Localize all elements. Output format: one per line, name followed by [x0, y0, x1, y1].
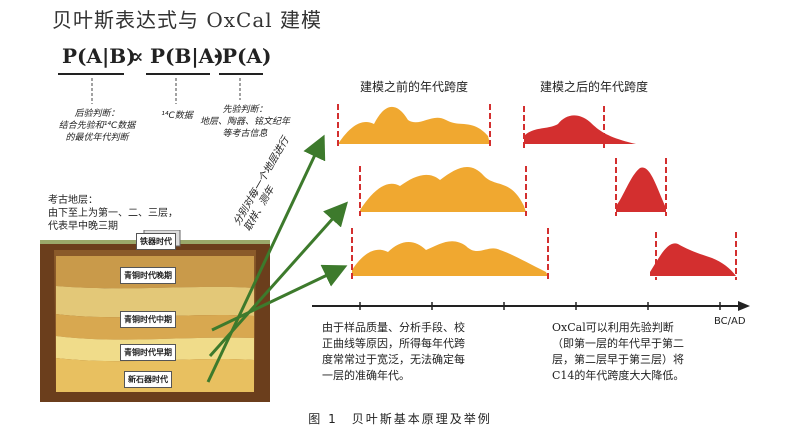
formula-likelihood: P(B|A)	[150, 44, 224, 68]
before-label: 建模之前的年代跨度	[360, 80, 469, 94]
after-label: 建模之后的年代跨度	[540, 80, 649, 94]
formula-underline-likelihood	[146, 73, 210, 75]
formula-posterior: P(A|B)	[62, 44, 136, 68]
layer-late-bronze: 青铜时代晚期	[120, 267, 176, 284]
layer-early-bronze: 青铜时代早期	[120, 344, 176, 361]
posterior-note: 后验判断： 结合先验和¹⁴C数据 的最优年代判断	[58, 109, 136, 143]
layer-middle-bronze: 青铜时代中期	[120, 311, 176, 328]
arrow-to-middle	[208, 201, 348, 357]
axis-label: BC/AD	[714, 316, 746, 327]
formula-underline-posterior	[58, 73, 124, 75]
formula-prior: P(A)	[222, 44, 272, 68]
formula-propto: ∝	[130, 44, 144, 68]
axis-ticks	[359, 302, 721, 310]
layer-neolithic: 新石器时代	[124, 371, 172, 388]
formula-underline-prior	[219, 73, 263, 75]
layers-label: 考古地层： 由下至上为第一、二、三层， 代表早中晚三期	[48, 195, 178, 232]
layer-iron-age: 铁器时代	[136, 233, 176, 250]
left-explanation: 由于样品质量、分析手段、校 正曲线等原因，所得每年代跨 度常常过于宽泛，无法确定…	[322, 321, 465, 382]
dist-after-3	[650, 243, 736, 276]
prior-note: 先验判断： 地层、陶器、铭文纪年 等考古信息	[200, 105, 291, 139]
dist-after-1	[524, 115, 636, 144]
right-explanation: OxCal可以利用先验判断 （即第一层的年代早于第二 层，第二层早于第三层）将 …	[552, 321, 685, 382]
dist-before-2	[360, 167, 526, 212]
page-title: 贝叶斯表达式与 OxCal 建模	[52, 8, 323, 32]
dist-after-2	[616, 167, 666, 212]
likelihood-note: ¹⁴C数据	[161, 111, 193, 121]
dist-before-1	[338, 106, 490, 144]
figure-caption: 图 1 贝叶斯基本原理及举例	[308, 412, 492, 426]
arrow-to-top	[206, 134, 326, 383]
formula-dot: ·	[213, 44, 220, 68]
dist-before-3	[352, 241, 548, 276]
arrow-to-bottom	[211, 264, 348, 332]
